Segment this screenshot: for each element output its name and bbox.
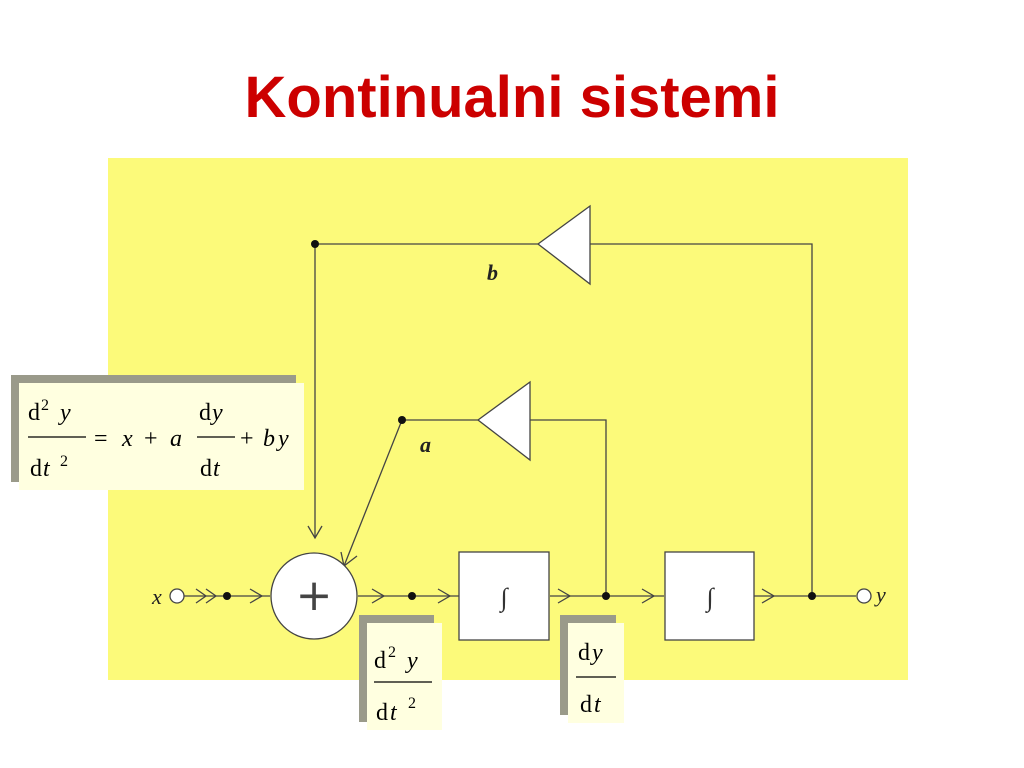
sig-y: y: [590, 640, 603, 666]
arrowhead: [761, 588, 776, 604]
eq-sup-2: 2: [41, 397, 49, 414]
eq-b: b: [263, 426, 275, 452]
eq-y: y: [58, 400, 71, 426]
gain-b-label: b: [487, 260, 498, 285]
sig-sup-2: 2: [388, 644, 396, 661]
equation-box: d 2 y d t 2 = x + a d y d t + b y: [11, 375, 304, 490]
eq-plus: +: [240, 426, 254, 452]
eq-y: y: [210, 400, 223, 426]
arrowhead: [641, 588, 656, 604]
junction-dot: [808, 592, 816, 600]
gain-a-triangle: [476, 380, 531, 462]
sig-d: d: [578, 640, 590, 666]
arrowhead: [371, 588, 386, 604]
feedback-b-line: [590, 243, 813, 596]
integrator-1-symbol: ∫: [498, 583, 509, 613]
integrator-1: [458, 551, 550, 641]
sig-d: d: [374, 648, 386, 674]
eq-d: d: [200, 456, 212, 482]
eq-d: d: [30, 456, 42, 482]
signal-label-d2y: d 2 y d t 2: [359, 615, 442, 730]
sig-y: y: [405, 648, 418, 674]
page-title: Kontinualni sistemi: [244, 65, 780, 130]
eq-d: d: [28, 400, 40, 426]
arrowhead: [249, 588, 264, 604]
eq-a: a: [170, 426, 182, 452]
eq-y: y: [276, 426, 289, 452]
junction-dot: [398, 416, 406, 424]
arrowhead: [437, 588, 452, 604]
junction-dot: [408, 592, 416, 600]
output-terminal: [856, 588, 872, 604]
sig-t: t: [390, 700, 398, 726]
integrator-2-symbol: ∫: [704, 583, 715, 613]
junction-dots: [223, 240, 816, 600]
integrator-2: [664, 551, 755, 641]
junction-dot: [602, 592, 610, 600]
signal-label-face: [568, 623, 624, 723]
junction-dot: [311, 240, 319, 248]
arrowhead: [205, 588, 218, 604]
adder-circle: [270, 552, 358, 640]
feedback-a-diagonal-line: [343, 419, 403, 567]
signal-label-dy: d y d t: [560, 615, 624, 723]
gain-b-triangle: [536, 204, 591, 286]
gain-a-label: a: [420, 432, 431, 457]
eq-d: d: [199, 400, 211, 426]
input-terminal: [169, 588, 185, 604]
arrowhead: [195, 588, 208, 604]
junction-dot: [223, 592, 231, 600]
eq-plus: +: [144, 426, 158, 452]
eq-x: x: [121, 426, 133, 452]
eq-t: t: [43, 456, 51, 482]
eq-t: t: [213, 456, 221, 482]
feedback-a-line: [530, 419, 607, 596]
input-label: x: [151, 584, 162, 609]
sig-d: d: [580, 692, 592, 718]
sig-t: t: [594, 692, 602, 718]
arrowhead: [557, 588, 572, 604]
feedback-b-return-line: [314, 243, 538, 538]
eq-sup-2: 2: [60, 453, 68, 470]
adder-plus-icon: +: [296, 570, 333, 621]
output-label: y: [874, 582, 886, 607]
sig-d: d: [376, 700, 388, 726]
eq-equals: =: [94, 426, 108, 452]
sig-sup-2: 2: [408, 695, 416, 712]
arrowhead: [307, 525, 323, 540]
signal-label-face: [367, 623, 442, 730]
